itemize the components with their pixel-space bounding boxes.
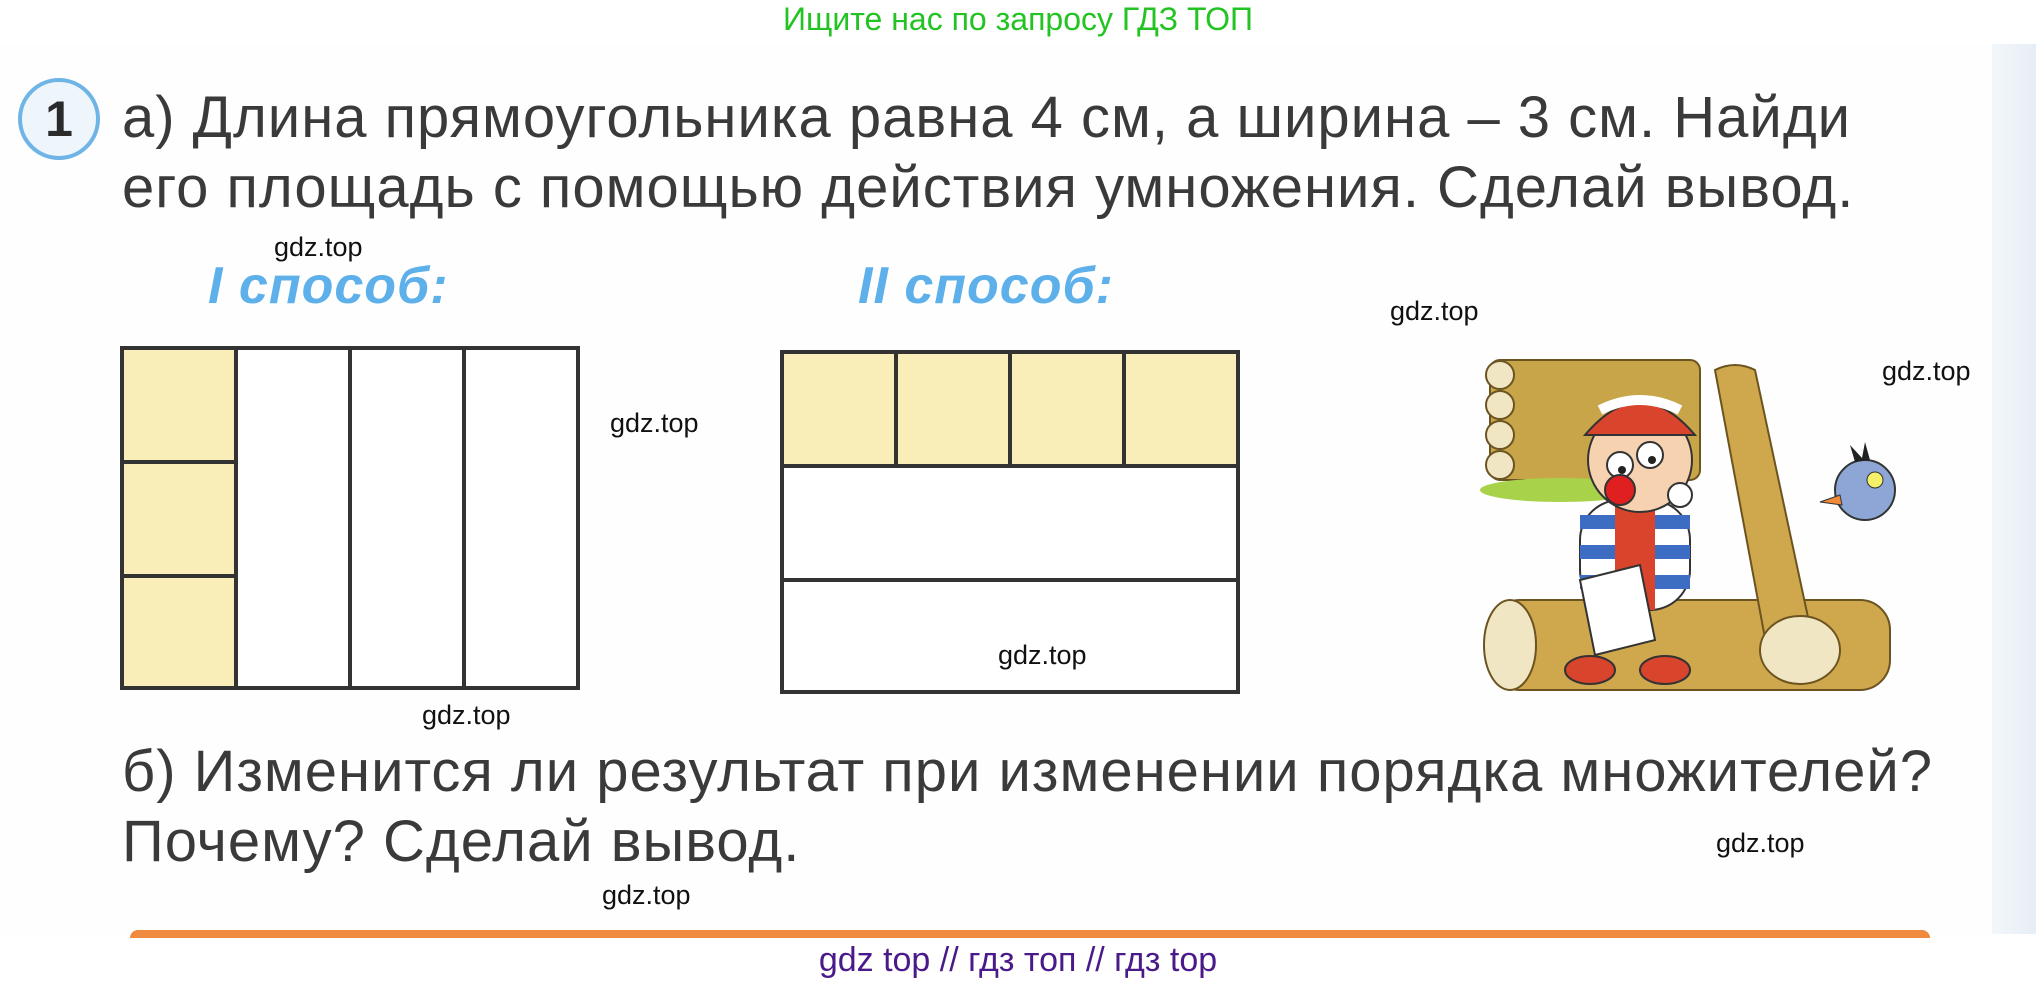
watermark: gdz.top: [610, 408, 699, 438]
unit-square: [120, 460, 238, 578]
watermark: gdz.top: [602, 880, 691, 910]
task-a-line2: его площадь с помощью действия умножения…: [122, 155, 1855, 220]
page-edge: [1992, 44, 2036, 934]
task-b-line1: б) Изменится ли результат при изменении …: [122, 739, 1934, 804]
watermark: gdz.top: [1716, 828, 1805, 858]
unit-square: [120, 346, 238, 464]
divider-line: [130, 930, 1930, 938]
unit-square: [894, 350, 1012, 468]
rectangle-diagram-2: [780, 350, 1240, 694]
column-strip: [234, 346, 352, 690]
watermark: gdz.top: [1882, 356, 1971, 386]
bottom-banner: gdz top // гдз топ // гдз top: [0, 938, 2036, 983]
unit-square: [1122, 350, 1240, 468]
watermark: gdz.top: [1390, 296, 1479, 326]
unit-square: [120, 574, 238, 690]
method-1-title: I способ:: [208, 257, 449, 315]
unit-square: [1008, 350, 1126, 468]
method-2-title: II способ:: [858, 257, 1114, 315]
watermark: gdz.top: [274, 232, 363, 262]
task-a-line1: а) Длина прямоугольника равна 4 см, а ши…: [122, 85, 1852, 150]
column-strip: [348, 346, 466, 690]
task-b-line2: Почему? Сделай вывод.: [122, 809, 801, 874]
unit-square: [780, 350, 898, 468]
rectangle-diagram-1: [120, 346, 580, 690]
cartoon-illustration: [1480, 359, 1896, 691]
exercise-number: 1: [18, 78, 100, 160]
top-banner: Ищите нас по запросу ГДЗ ТОП: [0, 0, 2036, 44]
watermark: gdz.top: [998, 640, 1087, 670]
row-strip: [780, 464, 1240, 582]
watermark: gdz.top: [422, 700, 511, 730]
